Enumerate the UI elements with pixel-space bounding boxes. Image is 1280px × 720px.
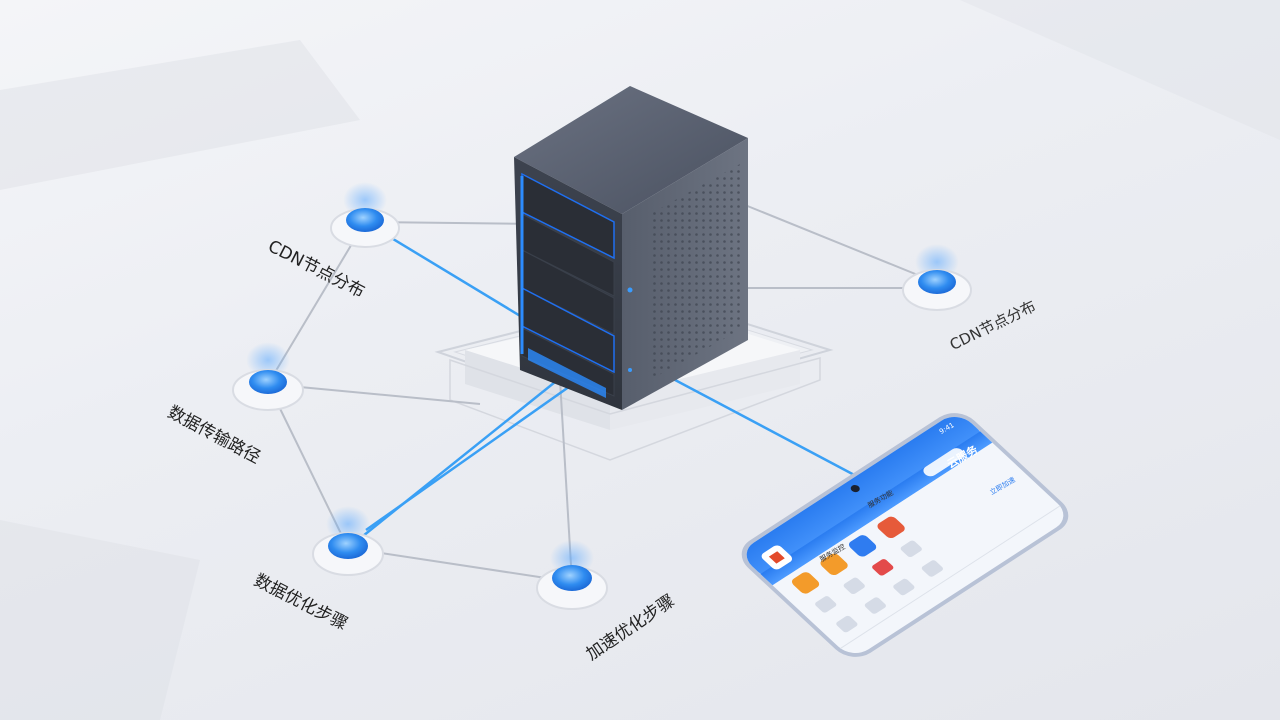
node-mid-left[interactable]	[232, 342, 304, 411]
server-cabinet	[514, 86, 748, 410]
node-right[interactable]	[902, 244, 972, 311]
node-top-left[interactable]	[330, 182, 400, 248]
drive-bays	[520, 172, 633, 398]
node-bottom-left[interactable]	[312, 506, 384, 576]
smartphone	[741, 413, 1069, 657]
node-bottom[interactable]	[536, 540, 608, 610]
